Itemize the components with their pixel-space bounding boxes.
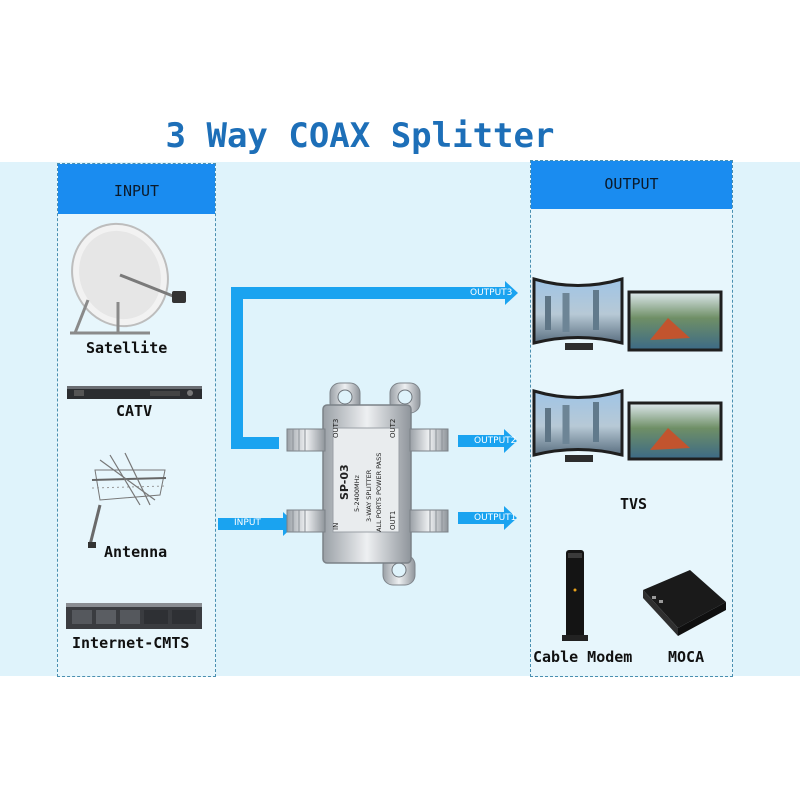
splitter-model-text: SP-03 [338,464,351,500]
tv-row-top [532,276,723,352]
output1-arrow-label: OUTPUT1 [474,513,517,523]
catv-label: CATV [116,402,153,420]
diagram-title: 3 Way COAX Splitter [165,116,555,156]
internet-cmts-label: Internet-CMTS [72,634,190,652]
output3-arrow-label: OUTPUT3 [470,288,513,298]
splitter-device: SP-03 5-2400MHz 3-WAY SPLITTER ALL PORTS… [286,382,449,586]
cmts-router-icon [66,603,202,629]
output1-arrow [458,506,517,530]
satellite-label: Satellite [86,339,168,357]
splitter-freq-text: 5-2400MHz [353,474,361,512]
tvs-label: TVS [620,495,648,513]
output-panel-header: OUTPUT [531,161,732,209]
splitter-note-text: ALL PORTS POWER PASS [375,453,383,532]
input-panel-header: INPUT [58,164,215,214]
cable-modem-label: Cable Modem [533,648,633,666]
catv-receiver-icon [67,386,202,399]
moca-adapter-icon [643,570,726,636]
satellite-dish-icon [70,222,186,335]
port-out1-text: OUT1 [389,511,397,530]
cable-modem-icon [562,550,588,641]
port-out2-text: OUT2 [389,419,397,438]
tv-row-middle [532,388,723,462]
output2-arrow [458,429,517,453]
moca-label: MOCA [668,648,705,666]
input-arrow-label: INPUT [234,518,261,528]
output2-arrow-label: OUTPUT2 [474,436,517,446]
port-in-text: IN [332,523,340,530]
antenna-icon [88,452,167,548]
output3-arrow [231,281,518,449]
port-out3-text: OUT3 [332,419,340,438]
splitter-type-text: 3-WAY SPLITTER [365,469,373,522]
antenna-label: Antenna [104,543,168,561]
